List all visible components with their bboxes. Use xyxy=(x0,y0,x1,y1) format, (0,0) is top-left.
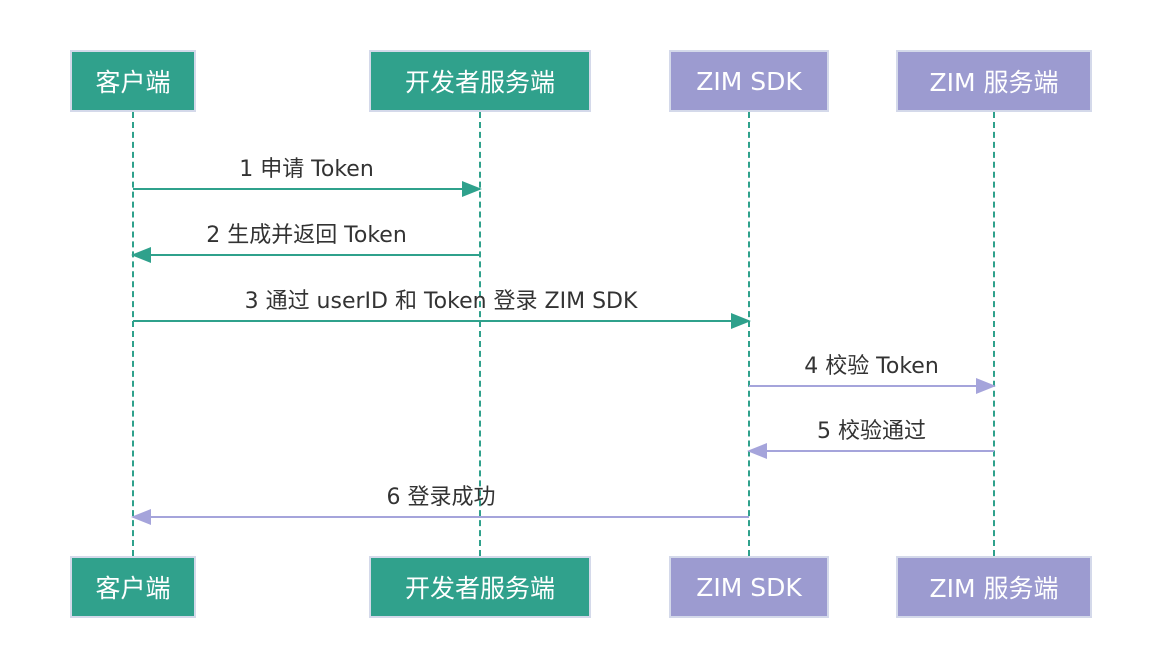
actor-label: 客户端 xyxy=(95,68,171,97)
arrow-head-icon xyxy=(131,509,151,525)
message-arrow-line xyxy=(749,450,994,452)
message-4: 4 校验 Token xyxy=(749,351,996,394)
actor-top-zim-sdk: ZIM SDK xyxy=(669,50,829,112)
message-arrow-line xyxy=(133,188,480,190)
actor-bottom-zim-server: ZIM 服务端 xyxy=(896,556,1092,618)
actor-label: ZIM SDK xyxy=(696,572,802,602)
message-label: 3 通过 userID 和 Token 登录 ZIM SDK xyxy=(244,289,638,314)
actor-label: 开发者服务端 xyxy=(404,574,555,603)
actor-label: 开发者服务端 xyxy=(404,68,555,97)
arrow-head-icon xyxy=(976,378,996,394)
actor-label: ZIM 服务端 xyxy=(929,574,1059,603)
message-label: 1 申请 Token xyxy=(239,157,374,182)
message-label: 5 校验通过 xyxy=(817,419,926,444)
lifeline-zim-sdk xyxy=(748,112,750,556)
actor-bottom-client: 客户端 xyxy=(70,556,196,618)
actor-label: 客户端 xyxy=(95,574,171,603)
message-6: 6 登录成功 xyxy=(131,482,749,525)
arrow-head-icon xyxy=(131,247,151,263)
arrow-head-icon xyxy=(747,443,767,459)
actor-bottom-zim-sdk: ZIM SDK xyxy=(669,556,829,618)
message-5: 5 校验通过 xyxy=(747,416,994,459)
message-1: 1 申请 Token xyxy=(133,154,482,197)
message-arrow-line xyxy=(133,516,749,518)
actor-label: ZIM 服务端 xyxy=(929,68,1059,97)
message-3: 3 通过 userID 和 Token 登录 ZIM SDK xyxy=(133,286,751,329)
arrow-head-icon xyxy=(731,313,751,329)
actor-label: ZIM SDK xyxy=(696,66,802,96)
message-label: 4 校验 Token xyxy=(804,354,939,379)
actor-top-zim-server: ZIM 服务端 xyxy=(896,50,1092,112)
message-2: 2 生成并返回 Token xyxy=(131,220,480,263)
message-label: 2 生成并返回 Token xyxy=(206,223,407,248)
actor-bottom-developer-server: 开发者服务端 xyxy=(369,556,591,618)
lifeline-developer-server xyxy=(479,112,481,556)
actor-top-client: 客户端 xyxy=(70,50,196,112)
actor-top-developer-server: 开发者服务端 xyxy=(369,50,591,112)
message-arrow-line xyxy=(133,254,480,256)
lifeline-client xyxy=(132,112,134,556)
lifeline-zim-server xyxy=(993,112,995,556)
arrow-head-icon xyxy=(462,181,482,197)
message-arrow-line xyxy=(133,320,749,322)
message-label: 6 登录成功 xyxy=(386,485,496,510)
message-arrow-line xyxy=(749,385,994,387)
